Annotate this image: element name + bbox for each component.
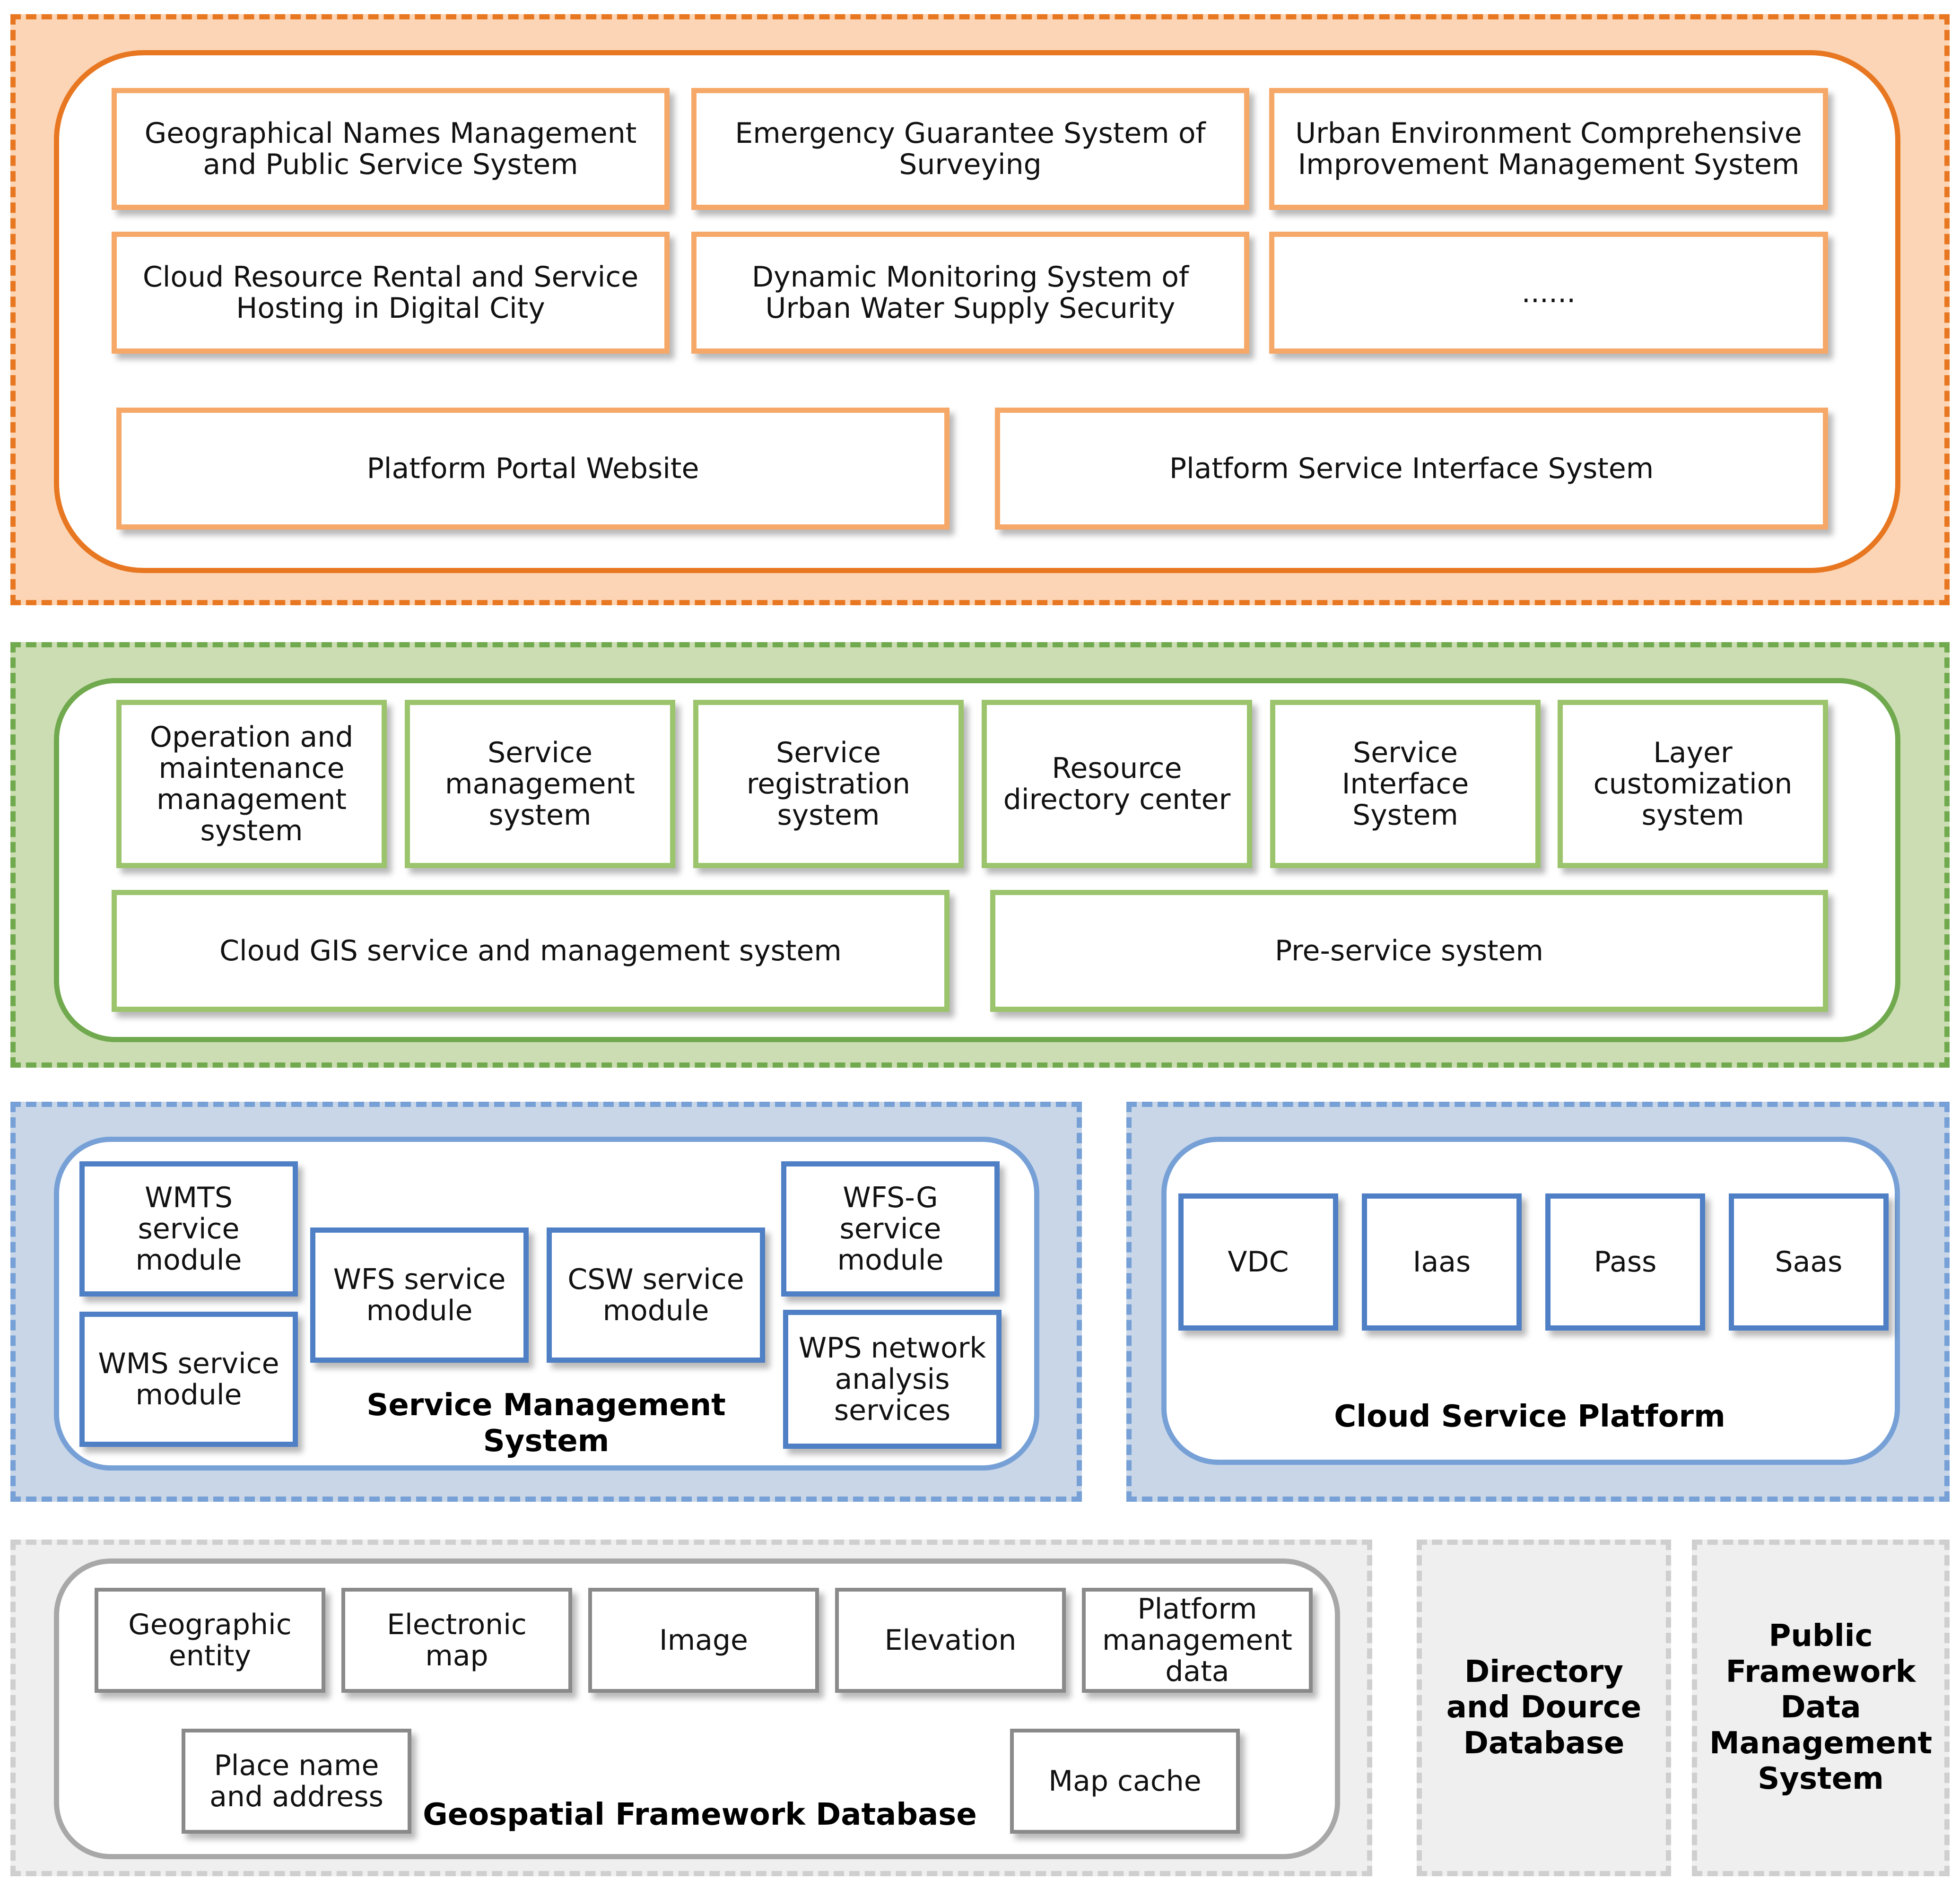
geo-box-place-name-address: Place name and address: [182, 1729, 411, 1834]
app-box-geographical-names: Geographical Names Management and Public…: [112, 88, 670, 210]
geospatial-db-title: Geospatial Framework Database: [423, 1797, 977, 1833]
pre-service-system: Pre-service system: [990, 890, 1828, 1012]
public-framework-management-system: Public Framework Data Management System: [1692, 1540, 1950, 1876]
service-box-service-management: Service management system: [405, 700, 675, 868]
wfs-service-module: WFS service module: [310, 1227, 529, 1363]
geo-box-image: Image: [588, 1588, 819, 1693]
geo-box-electronic-map: Electronic map: [341, 1588, 572, 1693]
cloud-gis-service-management: Cloud GIS service and management system: [112, 890, 950, 1012]
app-box-urban-environment: Urban Environment Comprehensive Improvem…: [1269, 88, 1828, 210]
geo-box-elevation: Elevation: [835, 1588, 1066, 1693]
cloud-item-iaas: Iaas: [1362, 1193, 1522, 1331]
geo-box-geographic-entity: Geographic entity: [95, 1588, 325, 1693]
service-box-resource-directory: Resource directory center: [982, 700, 1252, 868]
cloud-item-vdc: VDC: [1178, 1193, 1338, 1331]
platform-portal-website: Platform Portal Website: [116, 408, 950, 530]
directory-database: Directory and Dource Database: [1417, 1540, 1671, 1876]
app-box-cloud-resource-rental: Cloud Resource Rental and Service Hostin…: [112, 232, 670, 354]
app-box-water-supply-monitoring: Dynamic Monitoring System of Urban Water…: [691, 232, 1249, 354]
geo-box-platform-management-data: Platform management data: [1082, 1588, 1313, 1693]
service-box-layer-customization: Layer customization system: [1558, 700, 1828, 868]
cloud-service-platform-title: Cloud Service Platform: [1334, 1399, 1725, 1435]
service-box-service-interface: Service Interface System: [1270, 700, 1541, 868]
cloud-item-saas: Saas: [1729, 1193, 1889, 1331]
platform-service-interface-system: Platform Service Interface System: [995, 408, 1828, 530]
wps-network-analysis-services: WPS network analysis services: [783, 1310, 1002, 1449]
geo-box-map-cache: Map cache: [1010, 1729, 1240, 1834]
service-management-title: Service Management System: [366, 1388, 726, 1459]
wfs-g-service-module: WFS-G service module: [781, 1161, 1000, 1297]
cloud-item-pass: Pass: [1545, 1193, 1705, 1331]
app-box-ellipsis: ......: [1269, 232, 1828, 354]
wms-service-module: WMS service module: [79, 1312, 298, 1447]
service-box-operation-maintenance: Operation and maintenance management sys…: [116, 700, 387, 868]
csw-service-module: CSW service module: [547, 1227, 765, 1363]
wmts-service-module: WMTS service module: [79, 1161, 298, 1297]
app-box-emergency-guarantee: Emergency Guarantee System of Surveying: [691, 88, 1249, 210]
service-box-service-registration: Service registration system: [693, 700, 964, 868]
